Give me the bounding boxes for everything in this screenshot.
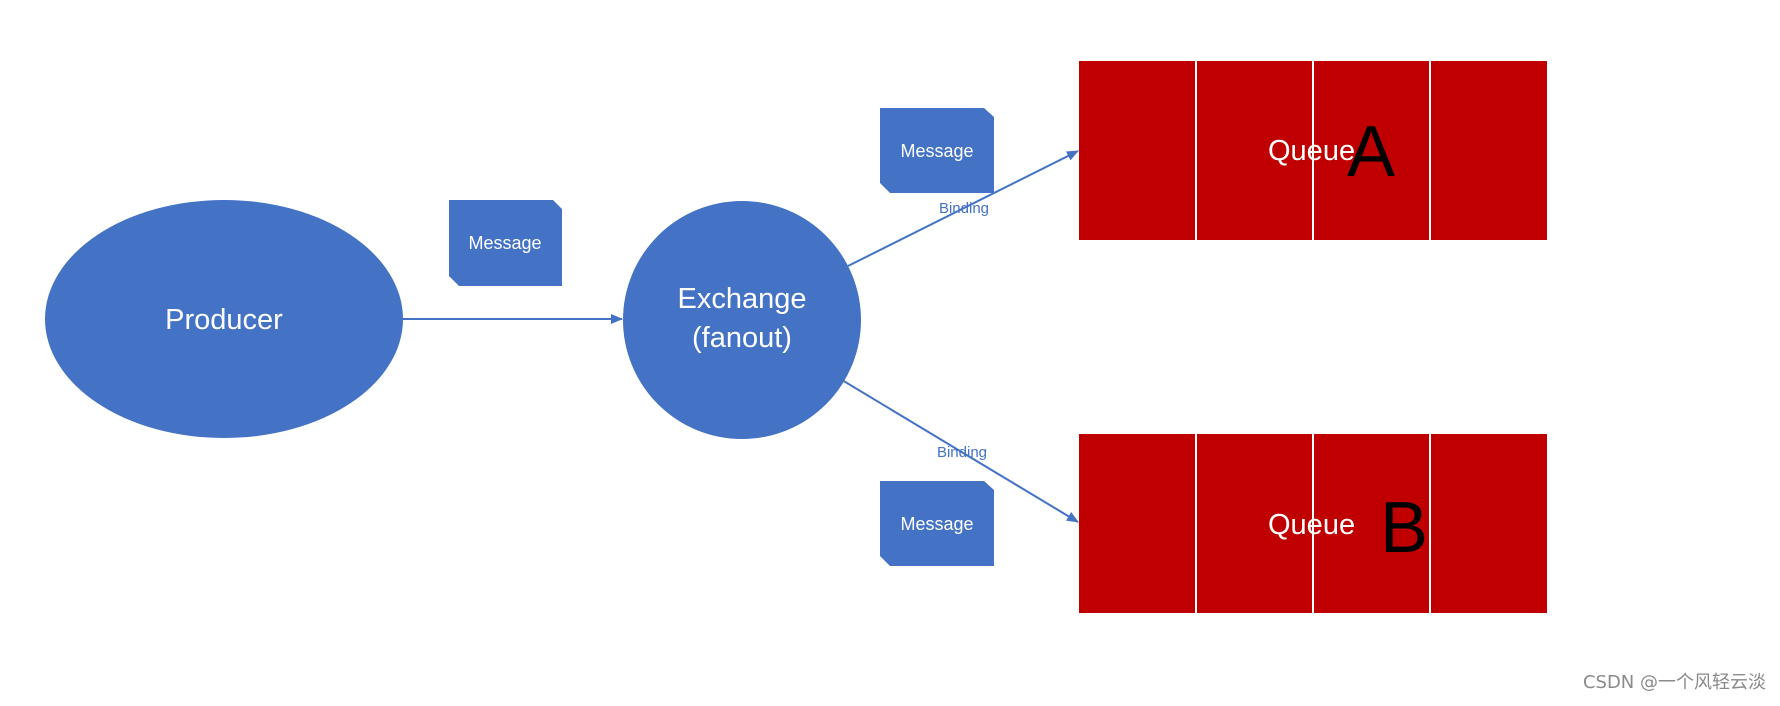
queue-b: Queue B	[1079, 434, 1547, 613]
queue-a: Queue A	[1079, 61, 1547, 240]
queue-b-label: Queue	[1268, 509, 1355, 541]
queue-a-letter: A	[1347, 112, 1395, 192]
message-label-3: Message	[900, 514, 973, 534]
queue-a-label: Queue	[1268, 135, 1355, 167]
producer-label: Producer	[165, 304, 283, 336]
queue-b-letter: B	[1380, 488, 1428, 568]
message-card-1	[449, 200, 562, 286]
producer-node	[45, 200, 403, 438]
binding-label-b: Binding	[937, 444, 987, 461]
message-card-3	[880, 481, 994, 566]
message-label-1: Message	[468, 233, 541, 253]
binding-a-arrow	[847, 150, 1079, 267]
binding-label-a: Binding	[939, 200, 989, 217]
exchange-label-line1: Exchange	[678, 283, 807, 315]
binding-b-arrow	[841, 379, 1079, 523]
message-card-2	[880, 108, 994, 193]
message-label-2: Message	[900, 141, 973, 161]
exchange-node	[623, 201, 861, 439]
watermark-text: CSDN @一个风轻云淡	[1582, 672, 1766, 693]
exchange-label-line2: (fanout)	[692, 322, 792, 354]
